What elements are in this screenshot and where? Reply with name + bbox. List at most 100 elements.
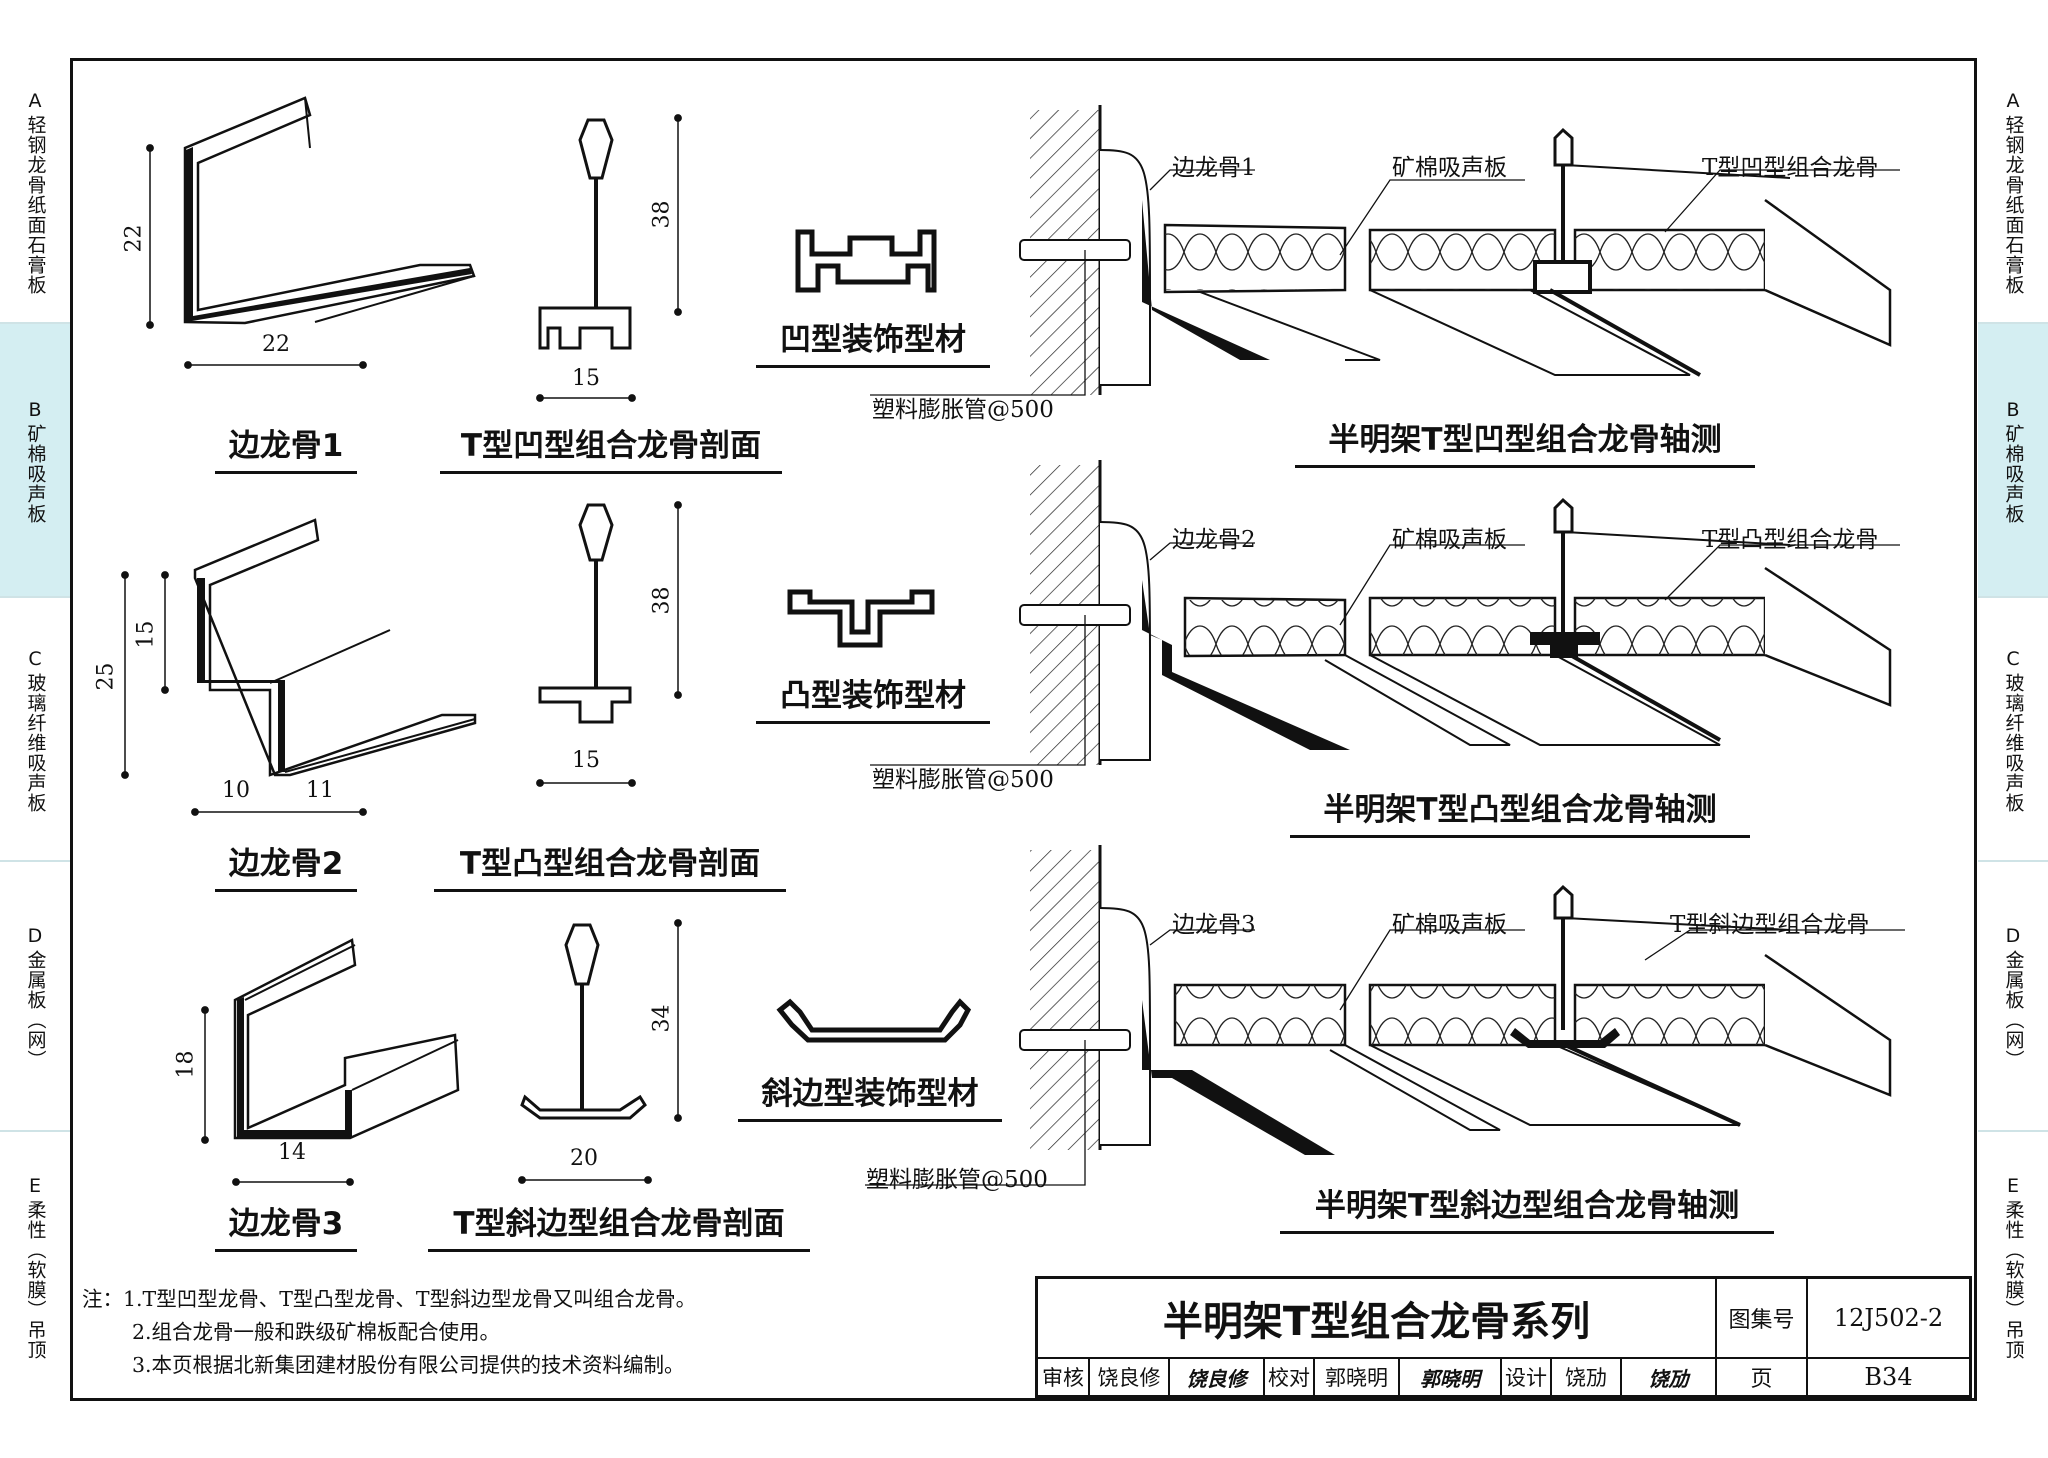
- label-board-3: 矿棉吸声板: [1392, 912, 1507, 938]
- tab-letter: B: [28, 398, 42, 421]
- tab-letter: E: [28, 1174, 41, 1197]
- label-board-2: 矿棉吸声板: [1392, 527, 1507, 553]
- tab-label: 金属板（网）: [24, 949, 47, 1070]
- tab-letter: A: [28, 89, 42, 112]
- caption-axo-1: 半明架T型凹型组合龙骨轴测: [1295, 414, 1755, 468]
- edge-keel-2-drawing: [121, 518, 477, 816]
- drawing-title: 半明架T型组合龙骨系列: [1162, 1299, 1591, 1345]
- tab-letter: D: [27, 924, 43, 947]
- label-board-1: 矿棉吸声板: [1392, 155, 1507, 181]
- caption-profile-2: 凸型装饰型材: [756, 670, 990, 724]
- check-label: 校对: [1268, 1366, 1310, 1390]
- dim-edge2-w1: 10: [222, 778, 250, 803]
- tab-letter: D: [2005, 924, 2021, 947]
- tab-label: 柔性（软膜）吊顶: [24, 1199, 47, 1360]
- caption-profile-3: 斜边型装饰型材: [738, 1068, 1002, 1122]
- axo-1-drawing: [870, 105, 1900, 396]
- tab-label: 矿棉吸声板: [2002, 423, 2025, 524]
- caption-section-3: T型斜边型组合龙骨剖面: [428, 1198, 810, 1252]
- tab-letter: B: [2006, 398, 2020, 421]
- caption-section-2: T型凸型组合龙骨剖面: [434, 838, 786, 892]
- dim-edge3-h: 18: [173, 1050, 199, 1079]
- t-keel-section-3-drawing: [518, 919, 682, 1184]
- tab-letter: E: [2006, 1174, 2019, 1197]
- notes: 注：1.T型凹型龙骨、T型凸型龙骨、T型斜边型龙骨又叫组合龙骨。 2.组合龙骨一…: [82, 1283, 696, 1382]
- label-keel-3: T型斜边型组合龙骨: [1670, 912, 1870, 938]
- note-2: 2.组合龙骨一般和跌级矿棉板配合使用。: [132, 1320, 501, 1344]
- atlas-label: 图集号: [1728, 1308, 1795, 1333]
- caption-section-1: T型凹型组合龙骨剖面: [440, 420, 782, 474]
- label-edge-keel-1: 边龙骨1: [1172, 155, 1256, 181]
- label-anchor-3: 塑料膨胀管@500: [866, 1167, 1048, 1193]
- dim-sec1-h: 38: [649, 200, 675, 229]
- tab-label: 玻璃纤维吸声板: [2002, 672, 2025, 813]
- axo-2-drawing: [870, 460, 1900, 766]
- dim-edge3-w: 14: [278, 1140, 306, 1165]
- tab-label: 玻璃纤维吸声板: [24, 672, 47, 813]
- page-value: B34: [1864, 1363, 1913, 1391]
- label-anchor-1: 塑料膨胀管@500: [872, 397, 1054, 423]
- caption-axo-2: 半明架T型凸型组合龙骨轴测: [1290, 784, 1750, 838]
- tab-letter: A: [2006, 89, 2020, 112]
- note-1: 注：1.T型凹型龙骨、T型凸型龙骨、T型斜边型龙骨又叫组合龙骨。: [82, 1287, 697, 1311]
- concave-profile-1-drawing: [795, 229, 937, 293]
- dim-edge2-total: 25: [93, 662, 119, 691]
- design-name: 饶劢: [1565, 1366, 1607, 1390]
- tab-label: 柔性（软膜）吊顶: [2002, 1199, 2025, 1360]
- label-edge-keel-3: 边龙骨3: [1172, 912, 1256, 938]
- dim-edge1-w: 22: [262, 332, 290, 357]
- convex-profile-2-drawing: [787, 589, 935, 648]
- review-label: 审核: [1042, 1366, 1084, 1390]
- caption-profile-1: 凹型装饰型材: [756, 314, 990, 368]
- dim-sec1-w: 15: [572, 366, 600, 391]
- drawing-frame: [70, 58, 1977, 1401]
- dim-edge1-h: 22: [121, 224, 147, 253]
- tab-label: 金属板（网）: [2002, 949, 2025, 1070]
- tab-letter: C: [28, 647, 42, 670]
- check-signature: 郭晓明: [1420, 1366, 1480, 1391]
- design-signature: 饶劢: [1648, 1366, 1689, 1391]
- dim-sec3-h: 34: [649, 1004, 675, 1033]
- review-name: 饶良修: [1097, 1366, 1161, 1390]
- tab-label: 轻钢龙骨纸面石膏板: [2002, 114, 2025, 295]
- tab-label: 矿棉吸声板: [24, 423, 47, 524]
- note-3: 3.本页根据北新集团建材股份有限公司提供的技术资料编制。: [132, 1353, 685, 1377]
- axo-3-drawing: [865, 845, 1905, 1186]
- label-anchor-2: 塑料膨胀管@500: [872, 767, 1054, 793]
- page-label: 页: [1750, 1367, 1773, 1392]
- edge-keel-3-drawing: [201, 938, 460, 1186]
- caption-axo-3: 半明架T型斜边型组合龙骨轴测: [1280, 1180, 1774, 1234]
- label-keel-2: T型凸型组合龙骨: [1702, 527, 1879, 553]
- dim-sec3-w: 20: [570, 1146, 598, 1171]
- tab-label: 轻钢龙骨纸面石膏板: [24, 114, 47, 295]
- tab-letter: C: [2006, 647, 2020, 670]
- title-block: 半明架T型组合龙骨系列 图集号 12J502-2 页 B34 审核 饶良修 饶良…: [1035, 1276, 1972, 1398]
- label-edge-keel-2: 边龙骨2: [1172, 527, 1256, 553]
- caption-edge-keel-2: 边龙骨2: [215, 838, 357, 892]
- caption-edge-keel-3: 边龙骨3: [215, 1198, 357, 1252]
- atlas-value: 12J502-2: [1833, 1304, 1944, 1332]
- dim-sec2-w: 15: [572, 748, 600, 773]
- bevel-profile-3-drawing: [776, 998, 972, 1043]
- design-label: 设计: [1505, 1366, 1547, 1390]
- dim-edge2-upper: 15: [133, 620, 159, 649]
- review-signature: 饶良修: [1186, 1366, 1247, 1391]
- caption-edge-keel-1: 边龙骨1: [215, 420, 357, 474]
- check-name: 郭晓明: [1325, 1366, 1388, 1390]
- t-keel-section-2-drawing: [536, 501, 682, 787]
- edge-keel-1-drawing: [146, 96, 476, 369]
- label-keel-1: T型凹型组合龙骨: [1702, 155, 1879, 181]
